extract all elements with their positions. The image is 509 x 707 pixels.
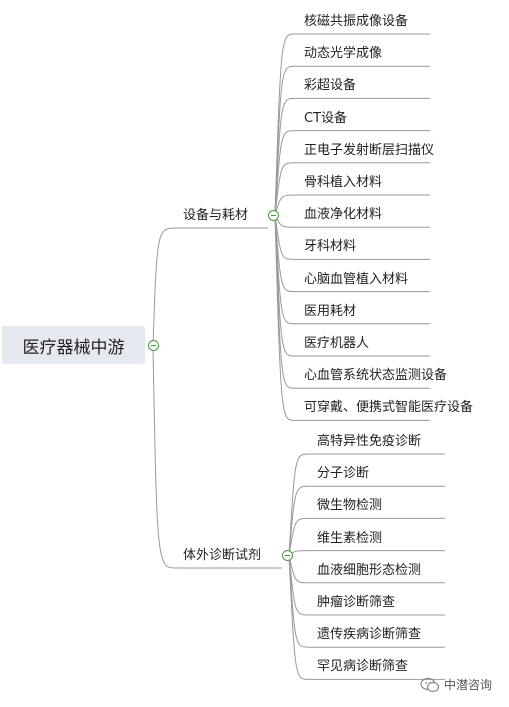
branch-collapse-toggle[interactable] [268,210,279,221]
leaf-node[interactable]: 核磁共振成像设备 [304,14,409,29]
leaf-connector [274,214,430,260]
leaf-node[interactable]: 医疗机器人 [304,336,370,351]
leaf-connector [274,33,430,216]
leaf-node[interactable]: 牙科材料 [304,239,357,255]
leaf-node[interactable]: 微生物检测 [317,498,383,514]
leaf-node[interactable]: 分子诊断 [317,466,370,482]
wechat-icon [420,677,440,692]
root-node[interactable]: 医疗器械中游 [2,326,145,364]
branch-label[interactable]: 设备与耗材 [183,208,249,223]
leaf-node[interactable]: 高特异性免疫诊断 [317,434,422,449]
leaf-node[interactable]: 维生素检测 [317,530,383,546]
leaf-connector [288,550,445,556]
leaf-node[interactable]: 正电子发射断层扫描仪 [304,142,435,158]
leaf-node[interactable]: 心血管系统状态监测设备 [304,368,448,384]
leaf-node[interactable]: 遗传疾病诊断筛查 [317,627,422,643]
root-to-branch-connector [152,345,282,569]
branch-collapse-toggle[interactable] [282,550,293,561]
leaf-node[interactable]: 心脑血管植入材料 [304,271,409,287]
leaf-connector [274,194,430,216]
root-label: 医疗器械中游 [22,337,125,358]
leaf-connector [274,130,430,216]
leaf-node[interactable]: 罕见病诊断筛查 [317,659,409,675]
leaf-connector [288,554,445,584]
leaf-connector [274,214,430,293]
leaf-connector [274,214,430,421]
leaf-connector [274,162,430,216]
leaf-node[interactable]: 可穿戴、便携式智能医疗设备 [304,400,474,416]
watermark-text: 中潜咨询 [444,678,493,692]
leaf-connector [274,65,430,216]
leaf-node[interactable]: 动态光学成像 [304,46,383,62]
leaf-connector [288,554,445,616]
root-to-branch-connector [152,227,268,347]
branch-label[interactable]: 体外诊断试剂 [183,548,262,563]
leaf-connector [288,453,445,556]
leaf-node[interactable]: 骨科植入材料 [304,175,383,190]
watermark: 中潜咨询 [420,676,492,693]
leaf-node[interactable]: CT设备 [304,110,348,126]
leaf-node[interactable]: 彩超设备 [304,78,357,94]
leaf-connector [288,554,445,680]
leaf-connector [274,97,430,216]
leaf-connector [288,485,445,556]
leaf-node[interactable]: 血液净化材料 [304,207,383,223]
root-collapse-toggle[interactable] [148,340,159,351]
leaf-node[interactable]: 血液细胞形态检测 [317,562,422,578]
leaf-connector [288,517,445,556]
leaf-node[interactable]: 医用耗材 [304,303,357,319]
leaf-node[interactable]: 肿瘤诊断筛查 [317,595,396,610]
